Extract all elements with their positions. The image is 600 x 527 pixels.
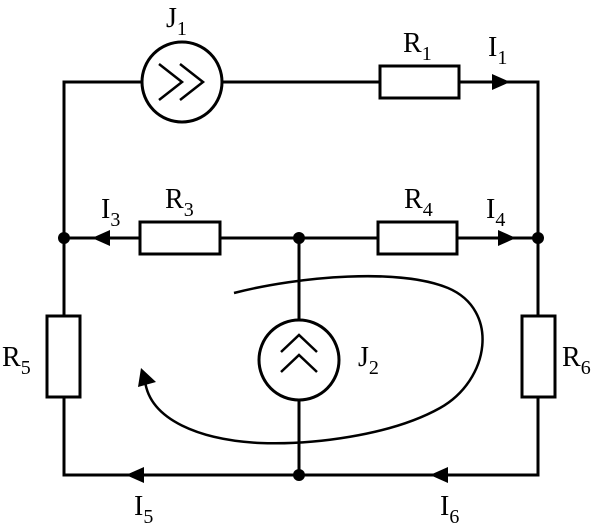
arrow-i1-right-icon (492, 74, 510, 90)
arrow-i6-left-icon (430, 467, 448, 483)
resistor-r1 (378, 64, 461, 100)
arrow-i3-left-icon (92, 230, 110, 246)
label-r4: R4 (404, 184, 433, 221)
wires (62, 80, 540, 477)
node-center-middle (293, 232, 305, 244)
label-i1: I1 (488, 32, 507, 69)
j2-circle (257, 318, 341, 402)
resistor-r5 (45, 314, 82, 399)
double-chevron-right-icon (158, 63, 185, 101)
double-chevron-right-icon-2 (179, 63, 206, 101)
node-center-bottom (293, 469, 305, 481)
resistor-r4 (376, 220, 459, 256)
resistor-r6 (520, 314, 557, 399)
label-i6: I6 (440, 491, 459, 527)
label-r1: R1 (403, 28, 432, 65)
loop-arrow-head-icon (138, 368, 156, 387)
double-chevron-up-icon-2 (280, 353, 318, 373)
resistor-r3 (138, 220, 222, 256)
wire-top-right (457, 80, 540, 240)
current-source-j1 (140, 40, 224, 124)
label-i5: I5 (134, 491, 153, 527)
wire-top-left (62, 80, 144, 240)
label-r6: R6 (562, 342, 591, 379)
label-j1: J1 (166, 3, 187, 40)
node-left-middle (58, 232, 70, 244)
loop-arrow-path (143, 274, 484, 445)
arrow-i4-right-icon (498, 230, 516, 246)
double-chevron-up-icon (280, 333, 318, 353)
label-i3: I3 (101, 194, 120, 231)
label-r5: R5 (2, 342, 31, 379)
label-j2: J2 (358, 342, 379, 379)
label-i4: I4 (486, 194, 505, 231)
current-source-j2 (257, 318, 341, 402)
node-right-middle (532, 232, 544, 244)
label-r3: R3 (165, 184, 194, 221)
arrow-i5-left-icon (126, 467, 144, 483)
